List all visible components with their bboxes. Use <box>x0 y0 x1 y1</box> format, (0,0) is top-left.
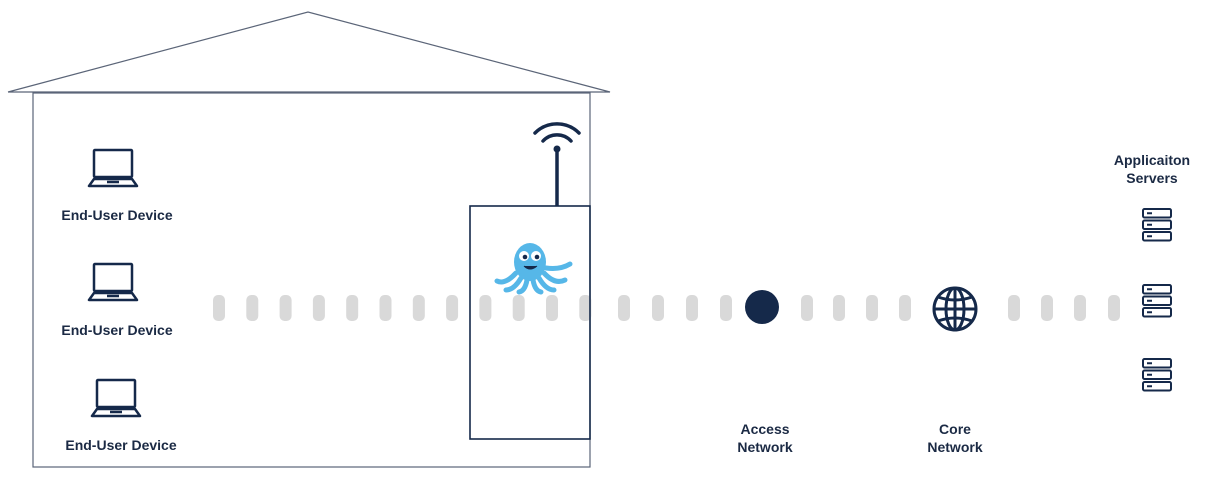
application-servers-label-line1: Applicaiton <box>1113 152 1191 168</box>
device-label-3: End-User Device <box>65 437 177 453</box>
core-network-label-line2: Network <box>927 439 983 455</box>
path-segment <box>1041 295 1053 321</box>
path-segment <box>246 295 259 321</box>
path-segment <box>512 295 525 321</box>
device-label-2: End-User Device <box>61 322 173 338</box>
globe-icon <box>932 286 978 332</box>
server-icon <box>1142 284 1172 318</box>
server-icon <box>1142 208 1172 242</box>
path-segment <box>1008 295 1020 321</box>
path-segment <box>379 295 392 321</box>
path-segment <box>801 295 813 321</box>
path-segment <box>479 295 492 321</box>
laptop-icon <box>87 262 139 302</box>
path-segment <box>1108 295 1120 321</box>
path-segment <box>686 295 698 321</box>
server-icon <box>1142 358 1172 392</box>
path-segment <box>899 295 911 321</box>
path-segment <box>279 295 292 321</box>
octopus-mascot-icon <box>494 243 573 295</box>
access-network-label-line1: Access <box>740 421 790 437</box>
access-network-label: Access Network <box>710 420 820 456</box>
path-segment <box>618 295 630 321</box>
core-network-label-line1: Core <box>939 421 971 437</box>
path-segment <box>866 295 878 321</box>
laptop-icon <box>90 378 142 418</box>
access-network-node <box>745 290 779 324</box>
application-servers-label-line2: Servers <box>1126 170 1178 186</box>
path-segment <box>446 295 459 321</box>
path-segment <box>579 295 592 321</box>
path-segment <box>1074 295 1086 321</box>
core-network-label: Core Network <box>900 420 1010 456</box>
access-network-label-line2: Network <box>737 439 793 455</box>
path-segment <box>546 295 558 321</box>
house-roof <box>7 11 611 93</box>
path-segment <box>412 295 425 321</box>
device-label-1: End-User Device <box>61 207 173 223</box>
home-router-box <box>469 205 591 440</box>
application-servers-label: Applicaiton Servers <box>1082 151 1205 187</box>
path-segment <box>312 295 325 321</box>
path-segment <box>720 295 732 321</box>
path-segment <box>346 295 359 321</box>
laptop-icon <box>87 148 139 188</box>
path-segment <box>213 295 225 321</box>
data-path <box>213 295 1120 321</box>
path-segment <box>652 295 664 321</box>
path-segment <box>833 295 845 321</box>
wifi-icon <box>533 122 581 153</box>
